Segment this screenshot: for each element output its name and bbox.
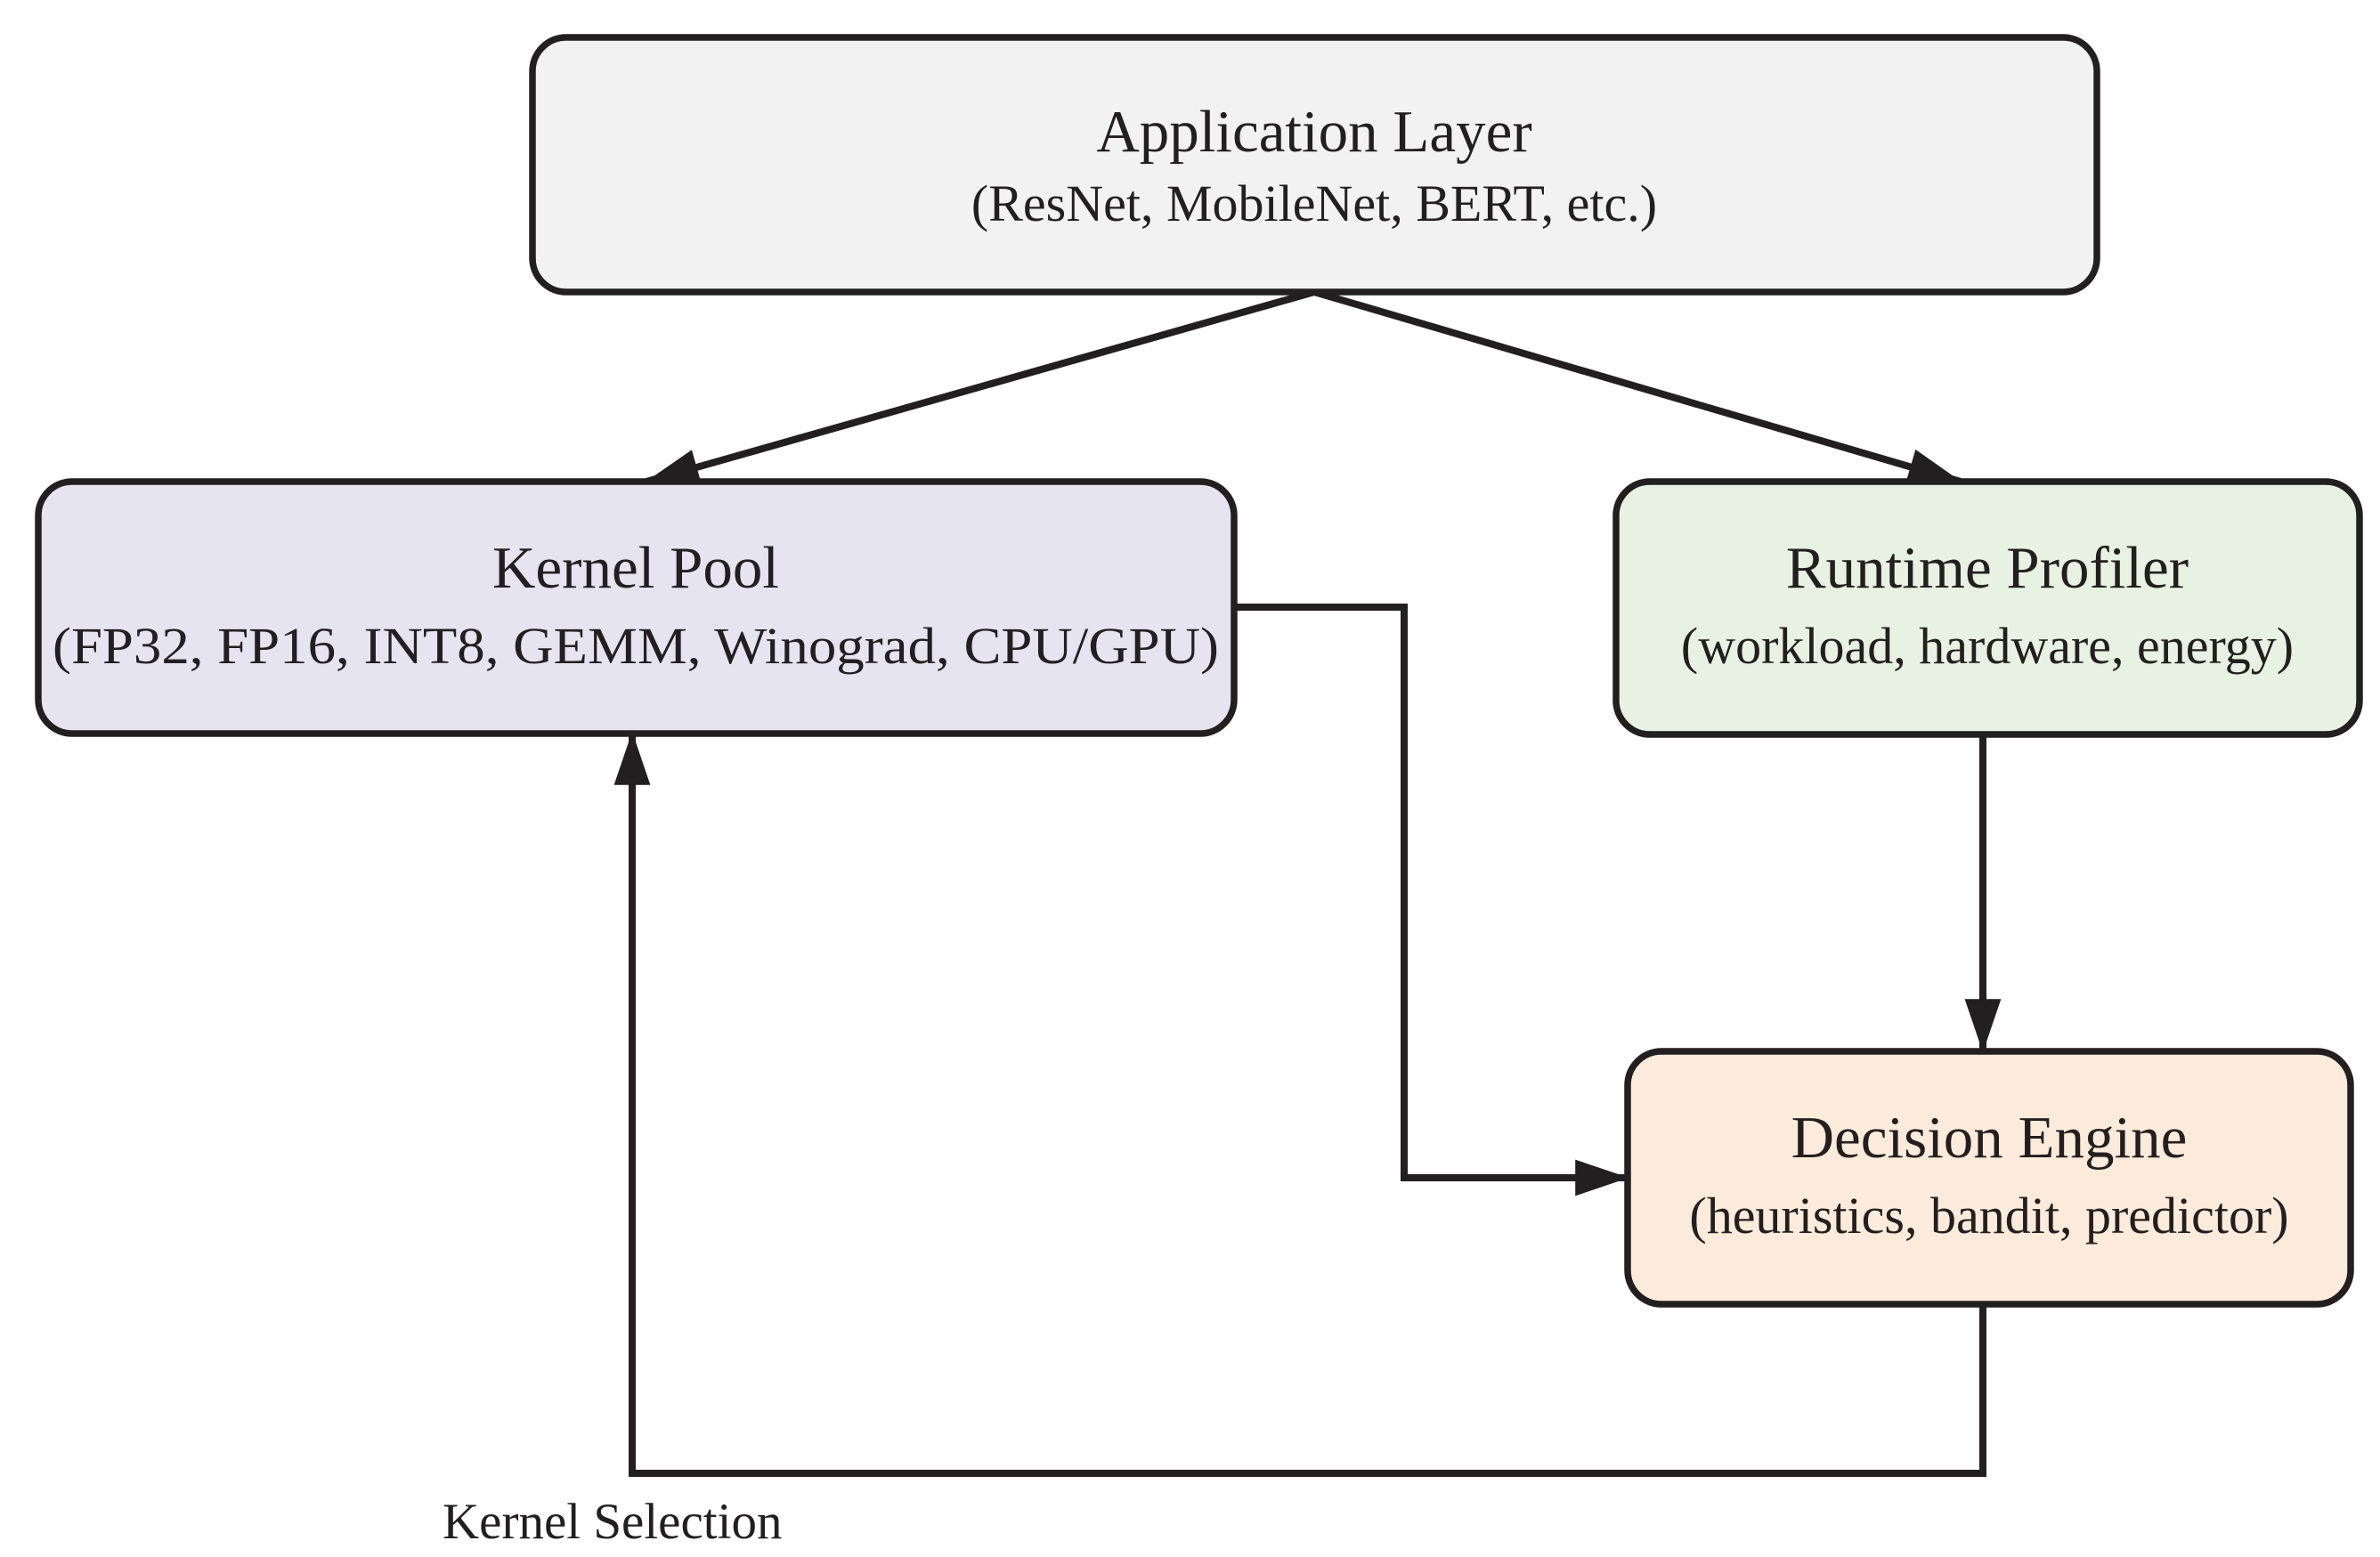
edge-application-layer-to-kernel-pool [645,288,1316,485]
runtime-profiler-title: Runtime Profiler [1786,535,2189,601]
edges-layer [613,288,2002,1477]
edge-application-layer-to-runtime-profiler [1312,288,1962,485]
nodes-layer: Application Layer (ResNet, MobileNet, BE… [35,34,2363,1308]
kernel-selection-label: Kernel Selection [443,1494,782,1550]
application-layer-box [529,34,2100,296]
edge-kernel-pool-to-decision-engine [1234,604,1629,1196]
application-layer-title: Application Layer [1096,99,1531,165]
kernel-pool-subtitle: (FP32, FP16, INT8, GEMM, Winograd, CPU/G… [53,617,1219,675]
decision-engine-title: Decision Engine [1791,1105,2188,1171]
application-layer-subtitle: (ResNet, MobileNet, BERT, etc.) [971,174,1657,232]
runtime-profiler-box [1612,478,2363,738]
runtime-profiler-subtitle: (workload, hardware, energy) [1681,617,2294,675]
decision-engine-box [1624,1048,2354,1308]
decision-engine-subtitle: (heuristics, bandit, predictor) [1689,1187,2288,1245]
kernel-pool-title: Kernel Pool [492,535,779,601]
kernel-pool-box [35,478,1238,737]
edge-decision-engine-to-kernel-pool-feedback [613,731,1986,1477]
